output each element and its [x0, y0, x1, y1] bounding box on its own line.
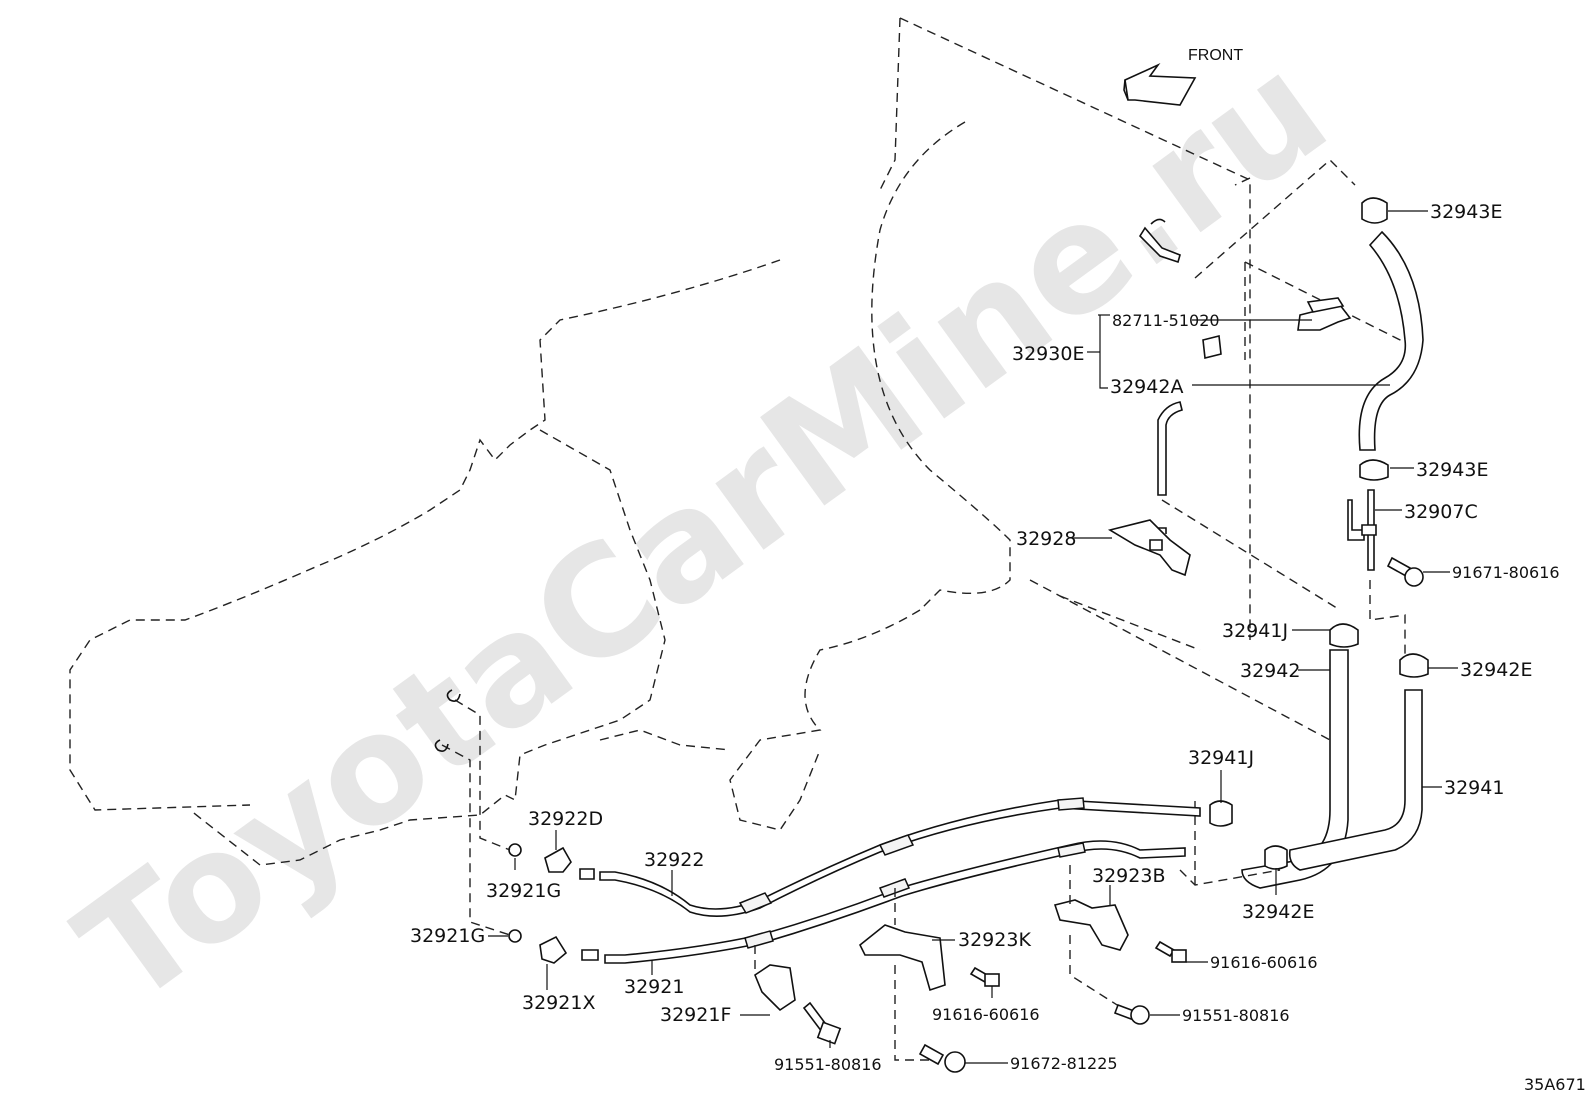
label-91672-81225: 91672-81225 [1010, 1054, 1118, 1073]
label-91616-60616-mid: 91616-60616 [932, 1005, 1040, 1024]
label-32921f: 32921F [660, 1004, 731, 1026]
label-32922d: 32922D [528, 808, 603, 830]
label-91551-80816-left: 91551-80816 [774, 1055, 882, 1074]
pipe-vertical-left [1157, 401, 1183, 496]
pipe-32921 [604, 840, 1186, 964]
label-32923k: 32923K [958, 929, 1031, 951]
label-91551-80816-right: 91551-80816 [1182, 1006, 1290, 1025]
label-91616-60616-right: 91616-60616 [1210, 953, 1318, 972]
front-label: FRONT [1188, 47, 1243, 64]
bracket-32923k [858, 924, 946, 992]
bolt-91551-right [1113, 1003, 1136, 1021]
label-32923b: 32923B [1092, 865, 1165, 887]
label-32941: 32941 [1444, 777, 1504, 799]
oring-32921g-top [508, 843, 522, 857]
upper-hose-assembly [1029, 159, 1429, 889]
fitting-32921x [539, 935, 568, 964]
bracket-32923b [1053, 899, 1129, 951]
label-32942e-right: 32942E [1460, 659, 1532, 681]
clamp-32942e-right [1399, 653, 1429, 678]
pipe-32922 [599, 799, 1201, 917]
pipe-upper-small [1138, 226, 1181, 264]
brackets-bolts [754, 865, 1187, 1073]
hose-32941 [1288, 689, 1423, 871]
label-32921: 32921 [624, 976, 684, 998]
label-32942e-low: 32942E [1242, 901, 1314, 923]
cooler-pipes [434, 689, 1201, 964]
fitting-32922d [544, 846, 572, 873]
label-32930e: 32930E [1012, 343, 1084, 365]
label-32922: 32922 [644, 849, 704, 871]
label-82711-51020: 82711-51020 [1112, 311, 1220, 330]
clamp-32943e-mid [1359, 459, 1389, 481]
label-32943e-top: 32943E [1430, 201, 1502, 223]
label-32907c: 32907C [1404, 501, 1478, 523]
diagram-code: 35A671 [1524, 1075, 1586, 1094]
label-32941j-top: 32941J [1222, 620, 1288, 642]
bolt-91672-81225 [918, 1043, 945, 1066]
label-91671-80616: 91671-80616 [1452, 563, 1560, 582]
label-32943e-mid: 32943E [1416, 459, 1488, 481]
bolt-91616-right [1154, 940, 1176, 958]
label-32921g-left: 32921G [410, 925, 485, 947]
front-direction-indicator: FRONT [1123, 47, 1243, 106]
clamp-32942e-low [1264, 845, 1288, 870]
clamp-32943e-top [1361, 197, 1388, 224]
leader-lines [488, 210, 1458, 1064]
label-32942a: 32942A [1110, 376, 1183, 398]
label-32921g-top: 32921G [486, 880, 561, 902]
transmission-outline [69, 17, 1251, 866]
oring-32921g-left [508, 929, 522, 943]
clamp-32941j-top [1329, 623, 1359, 648]
bracket-32921f [754, 964, 796, 1012]
front-arrow-icon [1124, 63, 1197, 106]
label-32921x: 32921X [522, 992, 595, 1014]
hose-32942a [1358, 230, 1424, 451]
label-32941j-mid: 32941J [1188, 747, 1254, 769]
label-32942: 32942 [1240, 660, 1300, 682]
clamp-32941j-mid [1209, 800, 1233, 827]
label-32928: 32928 [1016, 528, 1076, 550]
part-labels: 32943E 82711-51020 32930E 32942A 32943E … [410, 201, 1586, 1094]
